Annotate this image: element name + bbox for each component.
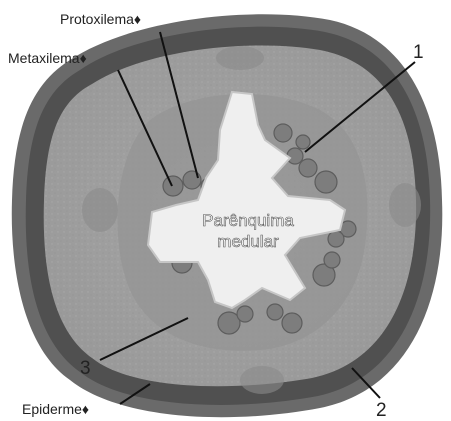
label-center-line2: medular xyxy=(217,232,279,251)
label-number-2: 2 xyxy=(376,400,387,421)
xylem-vessel xyxy=(328,231,344,247)
label-number-1: 1 xyxy=(413,42,424,63)
label-protoxilema: Protoxilema♦ xyxy=(60,11,141,27)
cortex-patch xyxy=(216,46,264,70)
xylem-vessel xyxy=(296,135,310,149)
label-metaxilema: Metaxilema♦ xyxy=(8,50,87,66)
label-center-line1: Parênquima xyxy=(202,211,294,230)
xylem-vessel xyxy=(315,171,337,193)
xylem-vessel xyxy=(282,313,302,333)
xylem-vessel xyxy=(299,159,317,177)
label-epiderme: Epiderme♦ xyxy=(22,401,89,417)
label-number-3: 3 xyxy=(80,358,91,379)
cortex-patch xyxy=(82,188,118,232)
xylem-vessel xyxy=(237,306,253,322)
cortex-patch xyxy=(389,183,421,227)
cortex-patch xyxy=(240,366,284,394)
xylem-vessel xyxy=(324,252,340,268)
xylem-vessel xyxy=(267,304,283,320)
xylem-vessel xyxy=(163,176,183,196)
xylem-vessel xyxy=(183,171,201,189)
xylem-vessel xyxy=(287,148,303,164)
xylem-vessel xyxy=(274,124,292,142)
